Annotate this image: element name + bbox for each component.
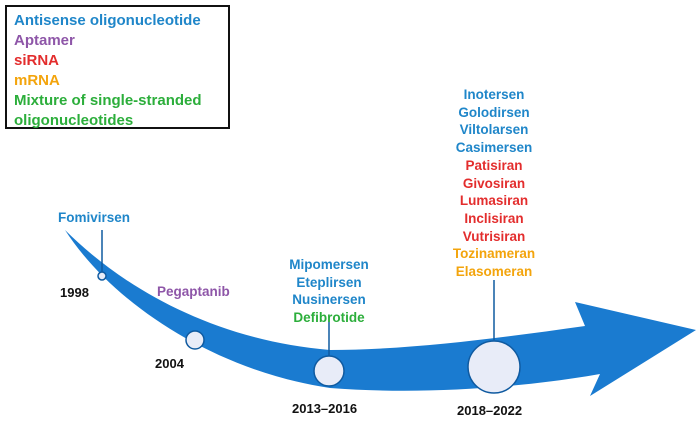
node-2018-2022-marker	[467, 340, 521, 394]
drug-eteplirsen: Eteplirsen	[296, 274, 362, 290]
node-2004-marker	[185, 330, 205, 350]
drug-inotersen: Inotersen	[463, 87, 525, 102]
legend: Antisense oligonucleotide Aptamer siRNA …	[5, 5, 230, 129]
drug-inclisiran: Inclisiran	[464, 210, 524, 226]
legend-item-antisense: Antisense oligonucleotide	[14, 12, 201, 29]
year-2004: 2004	[155, 356, 184, 371]
drug-nusinersen: Nusinersen	[292, 292, 366, 308]
legend-item-sirna: siRNA	[14, 52, 60, 69]
drug-elasomeran: Elasomeran	[455, 264, 533, 280]
node-1998-marker	[97, 271, 107, 281]
drug-list-2018-2022: Inotersen Golodirsen Viltolarsen Casimer…	[440, 86, 548, 281]
legend-item-mixture-cont: oligonucleotides	[14, 112, 134, 129]
drug-viltolarsen: Viltolarsen	[459, 122, 529, 138]
drug-givosiran: Givosiran	[462, 175, 526, 191]
drug-fomivirsen: Fomivirsen	[58, 210, 131, 225]
node-2013-2016-marker	[313, 355, 345, 387]
year-2018-2022: 2018–2022	[457, 403, 523, 418]
year-1998: 1998	[60, 285, 89, 300]
drug-vutrisiran: Vutrisiran	[462, 228, 526, 244]
drug-tozinameran: Tozinameran	[452, 246, 536, 262]
drug-patisiran: Patisiran	[465, 157, 523, 173]
drug-pegaptanib: Pegaptanib	[157, 284, 230, 299]
legend-item-aptamer: Aptamer	[14, 32, 75, 49]
drug-mipomersen: Mipomersen	[289, 257, 369, 272]
drug-casimersen: Casimersen	[455, 140, 533, 156]
legend-item-mrna: mRNA	[14, 72, 60, 89]
drug-lumasiran: Lumasiran	[459, 193, 529, 209]
drug-list-2013-2016: Mipomersen Eteplirsen Nusinersen Defibro…	[277, 256, 381, 327]
drug-defibrotide: Defibrotide	[293, 310, 365, 326]
year-2013-2016: 2013–2016	[292, 401, 358, 416]
legend-item-mixture: Mixture of single-stranded	[14, 92, 202, 109]
drug-golodirsen: Golodirsen	[458, 104, 530, 120]
arrow-body	[65, 230, 696, 396]
